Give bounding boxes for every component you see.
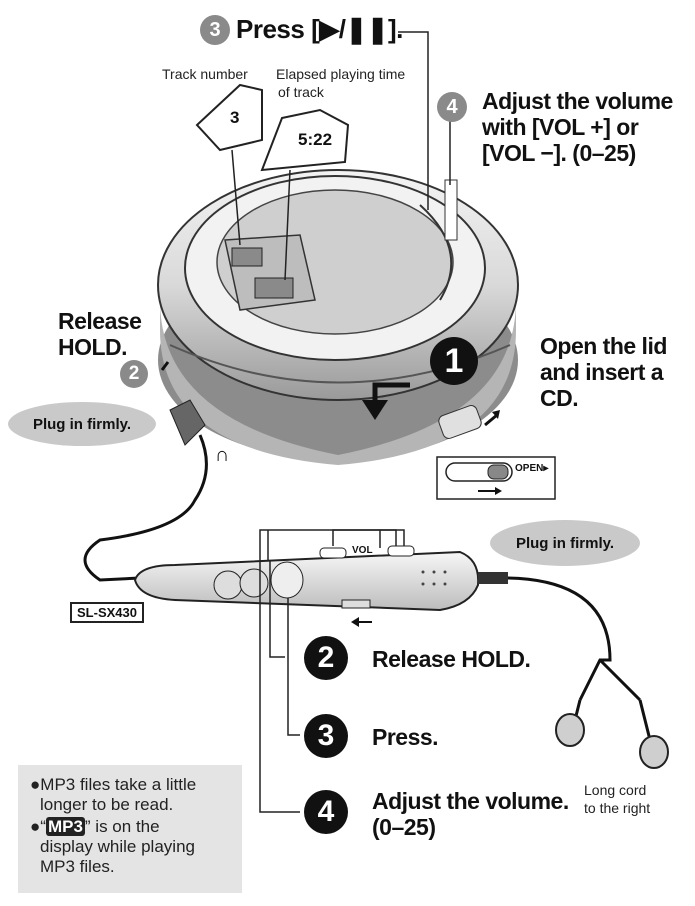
- elapsed-time-label-2: of track: [278, 84, 324, 100]
- track-number-label: Track number: [162, 66, 248, 82]
- step4-top-line3: [VOL −]. (0–25): [482, 140, 636, 166]
- bullet-icon: ●: [30, 817, 41, 836]
- elapsed-time-label: Elapsed playing time: [276, 66, 406, 82]
- earbuds: [555, 713, 669, 769]
- step2-top-line2: HOLD.: [58, 334, 128, 360]
- step4-top-circle: 4: [437, 92, 467, 122]
- step2-top-circle: 2: [120, 360, 148, 388]
- elapsed-time-value: 5:22: [298, 130, 333, 149]
- remote-step4-text: Adjust the volume.: [372, 788, 569, 814]
- earphone-cord: [507, 576, 642, 702]
- open-switch-label: OPEN▸: [515, 463, 549, 474]
- step1-line2: and insert a: [540, 359, 664, 385]
- remote-step3-circle: 3: [304, 714, 348, 758]
- note-item-2-line2: display while playing: [40, 837, 195, 856]
- vol-label: VOL: [352, 545, 373, 556]
- headphone-icon: ∩: [215, 444, 230, 466]
- step4-top-line1: Adjust the volume: [482, 88, 673, 114]
- notes-box: ●MP3 files take a little longer to be re…: [18, 765, 242, 893]
- remote-step2-circle: 2: [304, 636, 348, 680]
- step1-line1: Open the lid: [540, 333, 667, 359]
- player-cord: [83, 434, 208, 582]
- long-cord-label-2: to the right: [584, 800, 651, 816]
- time-callout: [260, 108, 350, 281]
- remote-step3-text: Press.: [372, 724, 439, 750]
- bullet-icon: ●: [30, 775, 41, 794]
- step3-top-text: Press [▶/❚❚].: [236, 14, 403, 44]
- note-item-2: ●“MP3” is on the: [30, 817, 160, 836]
- remote-step2-text: Release HOLD.: [372, 646, 531, 672]
- plug-firmly-bubble-right: Plug in firmly.: [490, 520, 640, 566]
- plug-firmly-bubble-left: Plug in firmly.: [8, 402, 156, 446]
- model-label: SL-SX430: [70, 602, 144, 623]
- step1-line3: CD.: [540, 385, 579, 411]
- remote-step4-text2: (0–25): [372, 814, 436, 840]
- note-item-1-line2: longer to be read.: [40, 795, 174, 814]
- step4-top-line2: with [VOL +] or: [482, 114, 639, 140]
- step1-circle: 1: [430, 337, 478, 385]
- step2-top-line1: Release: [58, 308, 142, 334]
- cd-player: [157, 169, 519, 465]
- note-item-1: ●MP3 files take a little: [30, 775, 197, 794]
- remote-step4-circle: 4: [304, 790, 348, 834]
- long-cord-label-1: Long cord: [584, 782, 647, 798]
- track-callout: [195, 83, 263, 246]
- note-item-2-line3: MP3 files.: [40, 857, 115, 876]
- step3-top-circle: 3: [200, 15, 230, 45]
- mp3-indicator-chip: MP3: [45, 817, 85, 836]
- track-number-value: 3: [230, 108, 240, 127]
- open-switch: [436, 456, 556, 500]
- remote-control: [133, 545, 508, 612]
